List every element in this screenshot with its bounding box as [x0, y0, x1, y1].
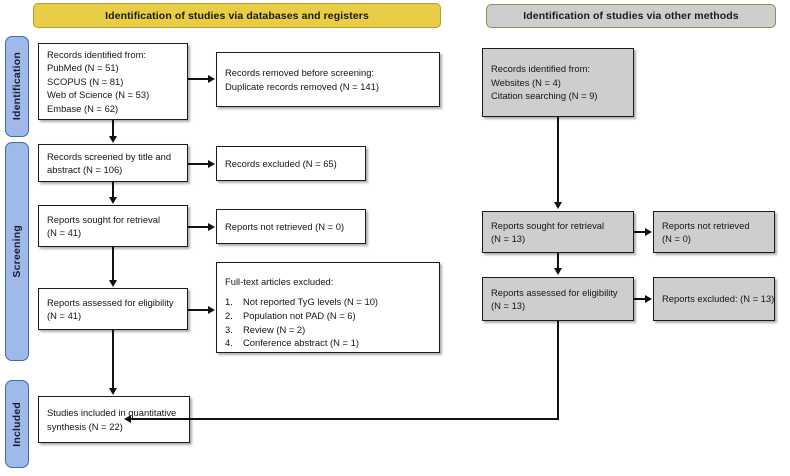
arrowhead-other-methods-to-included [124, 414, 131, 423]
box-reports-assessed-databases: Reports assessed for eligibility (N = 41… [38, 288, 188, 330]
reports-sought-line-0: Reports sought for retrieval [47, 213, 161, 225]
fulltext-excluded-item: 3. Review (N = 2) [225, 323, 431, 337]
connector-other-sought-to-assessed [557, 253, 559, 269]
studies-included-line-1: synthesis (N = 22) [47, 420, 123, 432]
studies-included-line-0: Studies included in quantitative [47, 407, 177, 419]
arrowhead-identified-to-screened [108, 136, 117, 143]
box-reports-sought-databases: Reports sought for retrieval (N = 41) [38, 205, 188, 247]
connector-other-methods-to-included [130, 418, 559, 420]
box-fulltext-articles-excluded: Full-text articles excluded: 1. Not repo… [216, 262, 440, 353]
fulltext-excluded-item-text: Population not PAD (N = 6) [243, 310, 356, 321]
arrowhead-assessed-to-fulltext-excluded [208, 305, 215, 314]
fulltext-excluded-item-number: 3. [225, 323, 233, 335]
fulltext-excluded-item: 4. Conference abstract (N = 1) [225, 336, 431, 350]
fulltext-excluded-item-text: Not reported TyG levels (N = 10) [243, 296, 379, 308]
connector-other-assessed-down [557, 321, 559, 420]
phase-tab-included: Included [5, 380, 29, 468]
box-reports-sought-other-methods: Reports sought for retrieval (N = 13) [482, 211, 634, 253]
arrowhead-sought-to-not-retrieved [208, 222, 215, 231]
reports-not-retrieved-line-0: Reports not retrieved (N = 0) [225, 220, 345, 232]
banner-other-methods: Identification of studies via other meth… [486, 4, 776, 28]
reports-assessed-line-0: Reports assessed for eligibility [47, 296, 174, 308]
fulltext-excluded-item-number: 4. [225, 337, 233, 349]
box-reports-not-retrieved-other-methods: Reports not retrieved (N = 0) [653, 211, 775, 253]
phase-tab-screening: Screening [5, 142, 29, 361]
connector-screened-to-sought [112, 182, 114, 198]
records-identified-line-1: PubMed (N = 51) [47, 62, 119, 74]
connector-other-sought-to-not-retrieved [634, 231, 646, 233]
reports-assessed-other-line-0: Reports assessed for eligibility [491, 286, 618, 298]
connector-other-identified-to-sought [557, 117, 559, 203]
arrowhead-screened-to-excluded [208, 159, 215, 168]
reports-sought-other-line-1: (N = 13) [491, 233, 526, 244]
connector-assessed-to-fulltext-excluded [188, 309, 209, 311]
records-identified-line-3: Web of Science (N = 53) [47, 89, 150, 101]
arrowhead-assessed-to-included [108, 388, 117, 395]
fulltext-excluded-item-number: 1. [225, 296, 233, 308]
fulltext-excluded-item-text: Review (N = 2) [243, 323, 306, 335]
phase-tab-screening-label: Screening [11, 225, 23, 278]
records-identified-other-line-2: Citation searching (N = 9) [491, 90, 598, 102]
records-identified-line-0: Records identified from: [47, 48, 147, 60]
records-removed-line-1: Duplicate records removed (N = 141) [225, 80, 379, 92]
fulltext-excluded-list: 1. Not reported TyG levels (N = 10) 2. P… [225, 295, 431, 349]
connector-assessed-to-included [112, 330, 114, 389]
records-identified-line-2: SCOPUS (N = 81) [47, 75, 124, 87]
arrowhead-other-identified-to-sought [553, 202, 562, 209]
box-records-identified-other-methods: Records identified from: Websites (N = 4… [482, 48, 634, 117]
records-screened-line-1: abstract (N = 106) [47, 164, 123, 175]
fulltext-excluded-item: 2. Population not PAD (N = 6) [225, 309, 431, 323]
connector-other-assessed-to-excluded [634, 298, 646, 300]
records-excluded-line-0: Records excluded (N = 65) [225, 157, 337, 169]
reports-not-retrieved-other-line-1: (N = 0) [662, 233, 691, 244]
box-records-removed-before-screening: Records removed before screening: Duplic… [216, 52, 440, 107]
reports-assessed-line-1: (N = 41) [47, 310, 82, 321]
connector-sought-to-assessed [112, 247, 114, 281]
connector-sought-to-not-retrieved [188, 226, 209, 228]
phase-tab-identification: Identification [5, 36, 29, 137]
fulltext-excluded-title: Full-text articles excluded: [225, 276, 334, 287]
arrowhead-identified-to-removed [208, 74, 215, 83]
fulltext-excluded-item: 1. Not reported TyG levels (N = 10) [225, 295, 431, 309]
records-identified-line-4: Embase (N = 62) [47, 102, 119, 114]
arrowhead-screened-to-sought [108, 197, 117, 204]
phase-tab-included-label: Included [11, 401, 23, 447]
fulltext-excluded-item-text: Conference abstract (N = 1) [243, 337, 359, 349]
connector-identified-to-screened [112, 120, 114, 137]
records-identified-other-line-0: Records identified from: [491, 63, 591, 75]
reports-not-retrieved-other-line-0: Reports not retrieved [662, 219, 750, 231]
arrowhead-sought-to-assessed [108, 280, 117, 287]
reports-assessed-other-line-1: (N = 13) [491, 300, 526, 311]
arrowhead-other-sought-to-not-retrieved [645, 227, 652, 236]
box-reports-assessed-other-methods: Reports assessed for eligibility (N = 13… [482, 277, 634, 321]
phase-tab-identification-label: Identification [11, 52, 23, 121]
box-records-identified-databases: Records identified from: PubMed (N = 51)… [38, 43, 188, 120]
fulltext-excluded-item-number: 2. [225, 310, 233, 321]
reports-sought-other-line-0: Reports sought for retrieval [491, 219, 605, 231]
arrowhead-other-assessed-to-excluded [645, 294, 652, 303]
box-records-excluded: Records excluded (N = 65) [216, 146, 366, 181]
banner-databases-registers: Identification of studies via databases … [33, 3, 441, 28]
connector-identified-to-removed [188, 78, 209, 80]
box-reports-not-retrieved-databases: Reports not retrieved (N = 0) [216, 209, 366, 244]
reports-excluded-other-line-0: Reports excluded: (N = 13) [662, 293, 775, 305]
connector-screened-to-excluded [188, 163, 209, 165]
box-records-screened: Records screened by title and abstract (… [38, 144, 188, 182]
reports-sought-line-1: (N = 41) [47, 227, 82, 238]
records-screened-line-0: Records screened by title and [47, 150, 172, 162]
box-reports-excluded-other-methods: Reports excluded: (N = 13) [653, 277, 775, 321]
arrowhead-other-sought-to-assessed [553, 268, 562, 275]
records-identified-other-line-1: Websites (N = 4) [491, 76, 561, 88]
records-removed-line-0: Records removed before screening: [225, 67, 375, 79]
